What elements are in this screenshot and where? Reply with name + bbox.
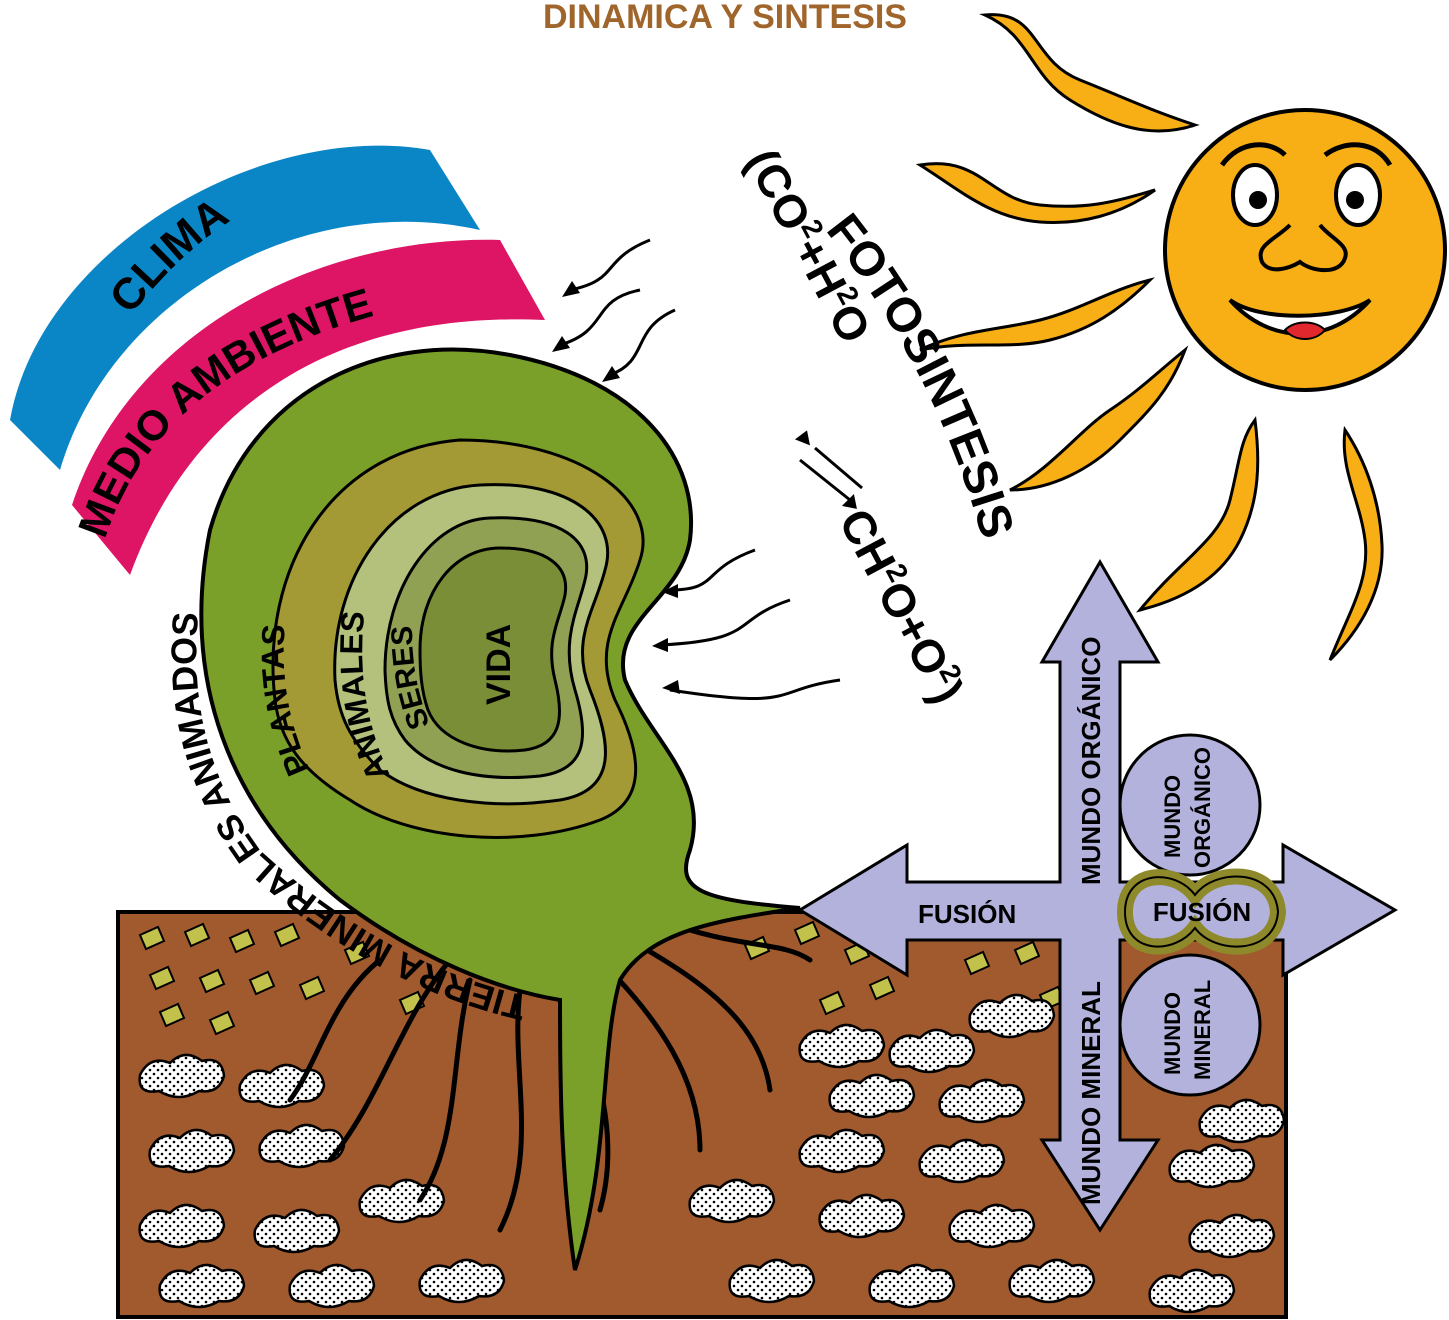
arrow-up-label: MUNDO ORGÁNICO [1076, 637, 1106, 885]
circle-top-line1: MUNDO [1160, 775, 1185, 858]
fusion-ring-label: FUSIÓN [1153, 897, 1251, 927]
arrow-left-label: FUSIÓN [918, 899, 1016, 929]
svg-text:CH2O+O2): CH2O+O2) [829, 500, 975, 712]
circle-bottom-line1: MUNDO [1160, 992, 1185, 1075]
fotosintesis-label: FOTOSINTESIS [816, 204, 1023, 544]
sun-face [1165, 110, 1445, 390]
circle-top-line2: ORGÁNICO [1190, 747, 1215, 868]
diagram-title: DINAMICA Y SINTESIS [543, 0, 907, 36]
vida-label: VIDA [480, 624, 518, 705]
eq-reversible-arrows [798, 433, 862, 507]
photosynthesis-products: CH2O+O2) [829, 500, 975, 712]
arrow-down-label: MUNDO MINERAL [1076, 981, 1106, 1205]
circle-bottom-line2: MINERAL [1190, 980, 1215, 1080]
sun [920, 15, 1445, 660]
